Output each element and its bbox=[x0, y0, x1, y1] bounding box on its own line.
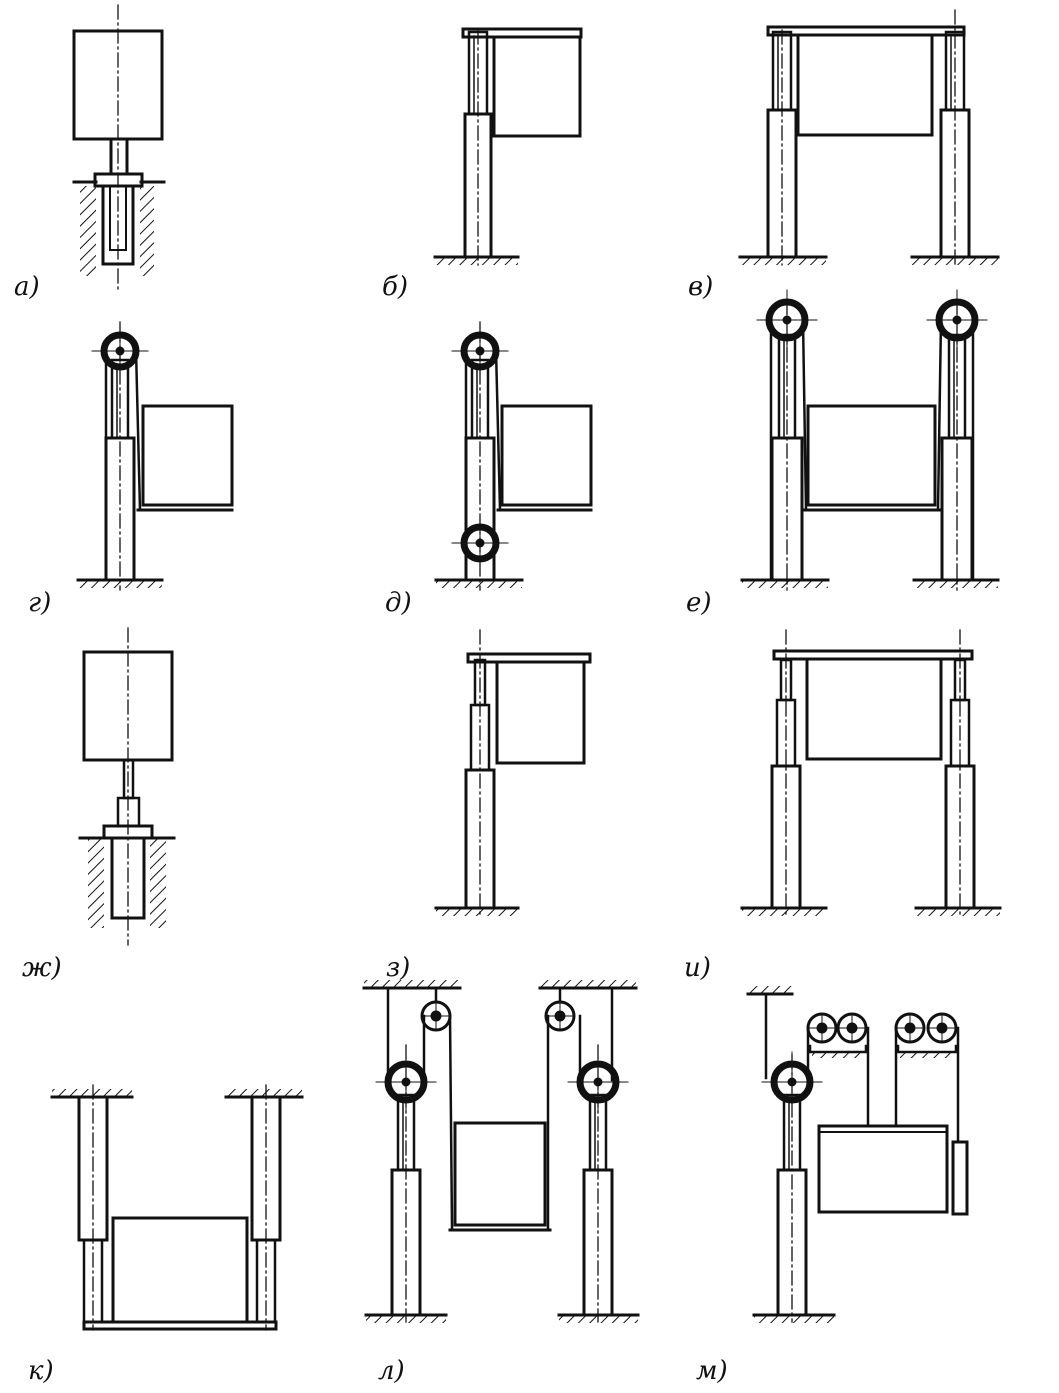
ground-hatch bbox=[754, 1315, 834, 1323]
cabin bbox=[805, 657, 943, 761]
rope bbox=[134, 348, 142, 512]
counterweight bbox=[951, 1140, 969, 1216]
ground-hatch bbox=[912, 257, 998, 265]
label-v: в) bbox=[688, 272, 714, 302]
pit-hatch bbox=[88, 838, 104, 928]
pulley-frame-hatch bbox=[812, 1052, 864, 1058]
rope bbox=[448, 1014, 454, 1230]
ceiling-hatch bbox=[540, 980, 636, 988]
ceiling-hatch bbox=[748, 986, 792, 994]
label-e: е) bbox=[686, 588, 712, 618]
cabin bbox=[111, 1216, 249, 1324]
label-z: з) bbox=[386, 953, 411, 983]
ground-hatch bbox=[914, 580, 998, 588]
pit-hatch bbox=[150, 838, 166, 928]
label-b: б) bbox=[382, 272, 409, 302]
cabin bbox=[500, 404, 593, 507]
cabin bbox=[796, 33, 934, 137]
pit-hatch bbox=[80, 186, 96, 276]
cabin bbox=[141, 404, 234, 507]
label-d: д) bbox=[385, 588, 412, 618]
ground-hatch bbox=[436, 580, 522, 588]
cabin bbox=[817, 1124, 949, 1214]
piston-in-cylinder bbox=[109, 185, 127, 251]
rope bbox=[494, 348, 502, 512]
rope bbox=[801, 318, 808, 512]
cabin bbox=[453, 1121, 547, 1227]
ground-hatch bbox=[916, 908, 1000, 916]
ceiling-hatch bbox=[364, 980, 460, 988]
ground-hatch bbox=[740, 257, 826, 265]
label-a: а) bbox=[14, 272, 40, 302]
piston-rod bbox=[109, 137, 129, 176]
ceiling-hatch bbox=[52, 1089, 132, 1097]
ground-hatch bbox=[742, 580, 828, 588]
pulley-frame bbox=[808, 1044, 868, 1054]
pulley-frame-hatch bbox=[900, 1052, 954, 1058]
label-m: м) bbox=[696, 1356, 728, 1386]
cabin bbox=[492, 35, 582, 138]
cabin bbox=[495, 660, 586, 765]
label-g: г) bbox=[28, 588, 52, 618]
label-i: и) bbox=[684, 953, 711, 983]
ground-hatch bbox=[435, 257, 518, 265]
ground-hatch bbox=[742, 908, 826, 916]
ground-hatch bbox=[78, 580, 162, 588]
ground-hatch bbox=[436, 908, 518, 916]
cylinder-body bbox=[464, 768, 496, 910]
ground-hatch bbox=[366, 1315, 446, 1323]
cabin bbox=[806, 404, 937, 507]
ceiling-hatch bbox=[226, 1089, 302, 1097]
pulley-frame bbox=[896, 1044, 958, 1054]
label-zh: ж) bbox=[22, 953, 62, 983]
cylinder-body bbox=[110, 836, 146, 920]
bottom-beam bbox=[82, 1320, 278, 1331]
ground-hatch bbox=[559, 1315, 638, 1323]
rope bbox=[936, 318, 943, 512]
label-l: л) bbox=[378, 1356, 405, 1386]
label-k: к) bbox=[28, 1356, 54, 1386]
pit-hatch bbox=[140, 186, 154, 276]
